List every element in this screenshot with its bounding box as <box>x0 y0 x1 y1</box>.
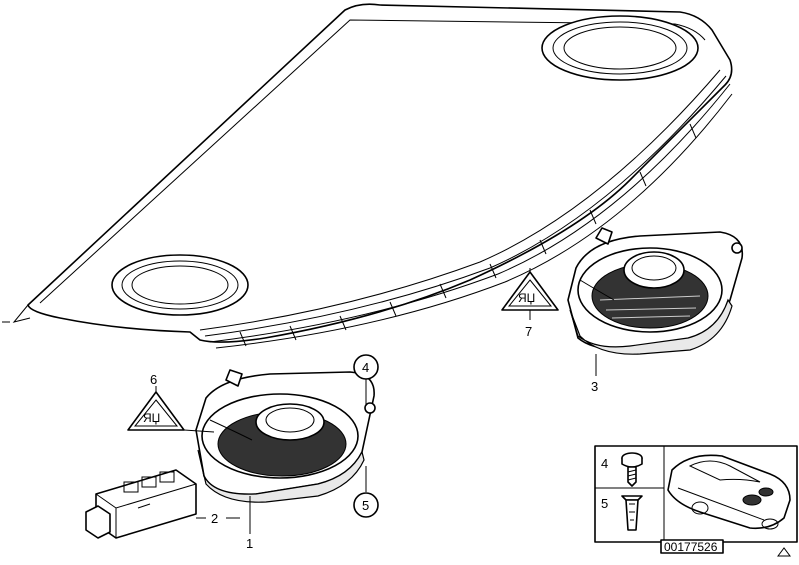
corner-triangle-icon <box>777 547 791 557</box>
svg-text:ЯЏ: ЯЏ <box>143 411 160 425</box>
warning-label-6: ЯЏ <box>127 391 185 431</box>
callout-4: 4 <box>362 360 369 375</box>
warning-label-7: ЯЏ <box>501 271 559 311</box>
parcel-shelf <box>2 3 733 349</box>
speaker-left <box>195 369 376 503</box>
callout-5: 5 <box>362 498 369 513</box>
callout-2: 2 <box>211 511 218 526</box>
callout-5-circle <box>353 492 379 518</box>
callout-6: 6 <box>150 372 157 387</box>
callout-3: 3 <box>591 379 598 394</box>
screw-icon <box>621 452 643 487</box>
part-number-box <box>660 539 724 554</box>
amplifier-module <box>85 469 197 539</box>
inset-label-5: 5 <box>601 496 608 511</box>
car-location-icon <box>667 454 791 530</box>
callout-4-circle <box>353 354 379 380</box>
inset-label-4: 4 <box>601 456 608 471</box>
callouts: 6 7 3 2 1 4 5 <box>150 324 598 551</box>
leader-lines <box>155 268 597 534</box>
callout-7: 7 <box>525 324 532 339</box>
inset-panel: 4 5 <box>594 445 798 543</box>
speaker-right <box>567 227 744 355</box>
callout-1: 1 <box>246 536 253 551</box>
svg-text:ЯЏ: ЯЏ <box>518 291 535 305</box>
expanding-nut-icon <box>621 495 643 531</box>
part-number: 00177526 <box>664 540 718 554</box>
